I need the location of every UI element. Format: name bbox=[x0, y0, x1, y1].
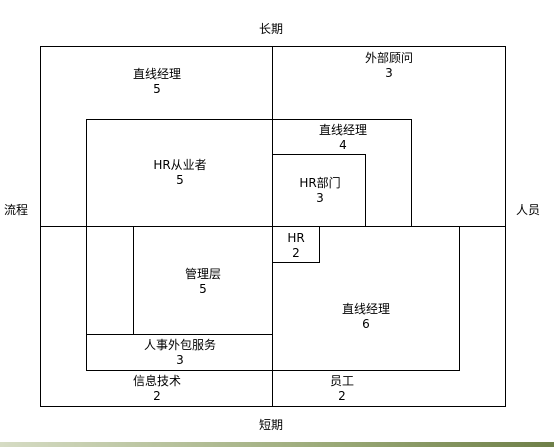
label-value: 3 bbox=[176, 353, 184, 367]
label-value: 4 bbox=[339, 138, 347, 152]
label-hr-practitioner: HR从业者 5 bbox=[130, 158, 230, 188]
label-title: 外部顾问 bbox=[364, 51, 413, 65]
label-title: 信息技术 bbox=[132, 374, 181, 388]
label-title: 直线经理 bbox=[318, 123, 367, 137]
label-value: 5 bbox=[176, 173, 184, 187]
label-title: HR从业者 bbox=[153, 158, 207, 172]
axis-label-right: 人员 bbox=[516, 203, 541, 217]
outsourcing-top-divider bbox=[86, 334, 273, 335]
label-hr-department: HR部门 3 bbox=[280, 176, 360, 206]
label-value: 2 bbox=[338, 389, 346, 403]
label-top-left: 直线经理 5 bbox=[107, 67, 207, 97]
label-hr-outsourcing: 人事外包服务 3 bbox=[120, 338, 240, 368]
label-title: 管理层 bbox=[184, 267, 221, 281]
label-value: 5 bbox=[153, 82, 161, 96]
label-top-right: 外部顾问 3 bbox=[339, 51, 439, 81]
label-value: 3 bbox=[316, 191, 324, 205]
axis-label-bottom: 短期 bbox=[259, 418, 284, 432]
axis-label-top: 长期 bbox=[259, 22, 284, 36]
label-title: HR bbox=[287, 231, 305, 245]
management-inner-divider bbox=[133, 226, 134, 335]
label-title: 员工 bbox=[329, 374, 354, 388]
label-bottom-left: 信息技术 2 bbox=[107, 374, 207, 404]
label-management: 管理层 5 bbox=[153, 267, 253, 297]
label-value: 2 bbox=[292, 246, 300, 260]
label-bottom-right: 员工 2 bbox=[292, 374, 392, 404]
label-value: 5 bbox=[199, 282, 207, 296]
label-title: 人事外包服务 bbox=[143, 338, 216, 352]
label-value: 3 bbox=[385, 66, 393, 80]
label-title: 直线经理 bbox=[341, 302, 390, 316]
bottom-accent-bar bbox=[0, 442, 554, 447]
axis-label-left: 流程 bbox=[4, 203, 29, 217]
label-value: 6 bbox=[362, 317, 370, 331]
label-value: 2 bbox=[153, 389, 161, 403]
management-outer-box bbox=[86, 226, 273, 371]
label-title: 直线经理 bbox=[132, 67, 181, 81]
label-hr: HR 2 bbox=[276, 231, 316, 261]
label-title: HR部门 bbox=[299, 176, 341, 190]
label-line-manager-upper: 直线经理 4 bbox=[293, 123, 393, 153]
label-line-manager-lower: 直线经理 6 bbox=[316, 302, 416, 332]
